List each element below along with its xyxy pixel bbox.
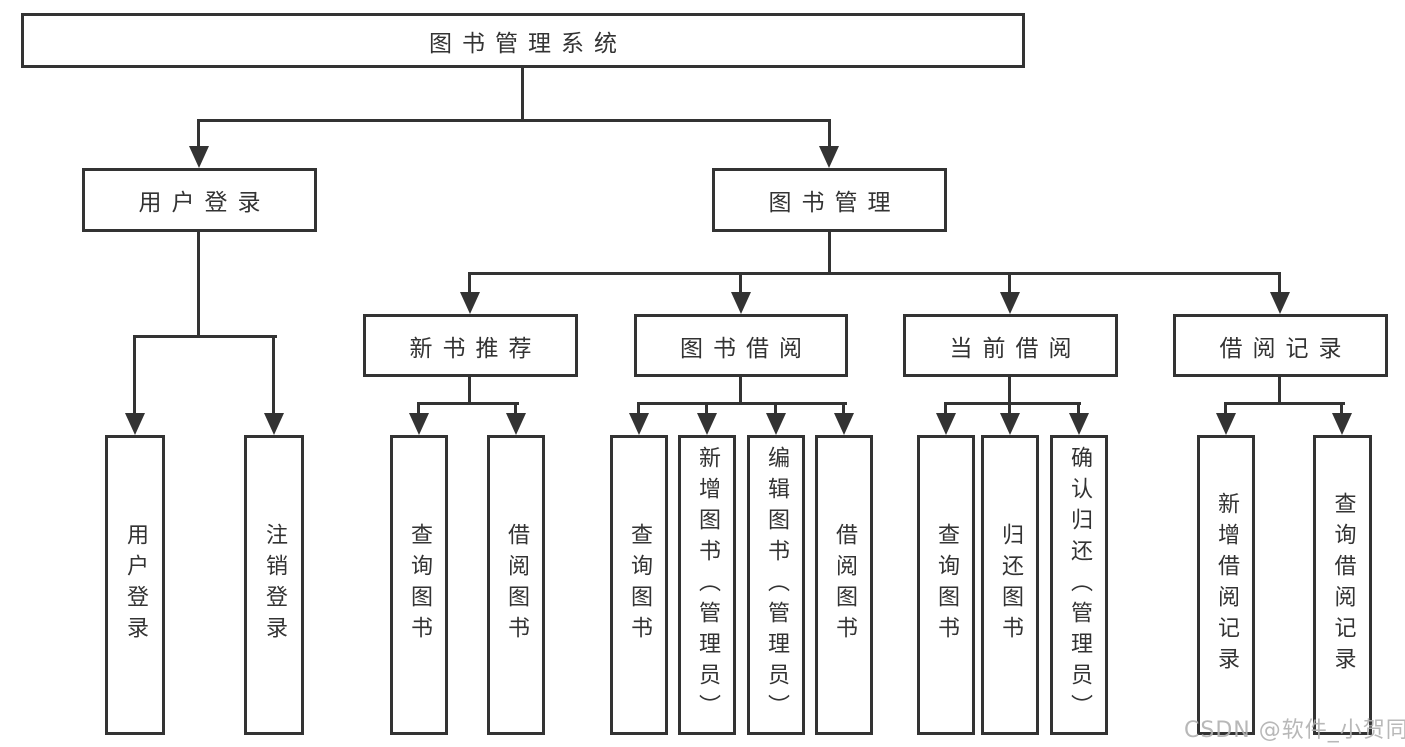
connector-line — [417, 402, 420, 415]
leaf-label: 编辑图书（管理员） — [764, 445, 789, 725]
arrow-down-icon — [819, 146, 839, 168]
node-label: 借阅记录 — [1219, 335, 1352, 362]
node-label: 图书管理系统 — [429, 30, 627, 57]
connector-line — [468, 272, 1281, 275]
connector-line — [468, 272, 471, 294]
connector-line — [1008, 377, 1011, 404]
connector-line — [468, 377, 471, 404]
arrow-down-icon — [834, 413, 854, 435]
connector-line — [739, 272, 742, 294]
node-borrowing-records: 借阅记录 — [1173, 314, 1388, 377]
arrow-down-icon — [409, 413, 429, 435]
leaf-label: 查询图书 — [407, 523, 432, 647]
arrow-down-icon — [1216, 413, 1236, 435]
leaf-label: 新增借阅记录 — [1214, 492, 1239, 678]
connector-line — [1340, 402, 1343, 415]
connector-line — [739, 377, 742, 404]
node-book-borrowing: 图书借阅 — [634, 314, 848, 377]
leaf-label: 查询图书 — [934, 523, 959, 647]
arrow-down-icon — [460, 292, 480, 314]
connector-line — [1008, 272, 1011, 294]
leaf-label: 借阅图书 — [504, 523, 529, 647]
connector-line — [514, 402, 517, 415]
node-label: 当前借阅 — [949, 335, 1082, 362]
leaf-return-books: 归还图书 — [981, 435, 1039, 735]
connector-line — [944, 402, 1081, 405]
connector-line — [705, 402, 708, 415]
leaf-query-borrow-record: 查询借阅记录 — [1313, 435, 1372, 735]
connector-line — [1224, 402, 1227, 415]
connector-line — [1278, 272, 1281, 294]
leaf-label: 查询图书 — [627, 523, 652, 647]
arrow-down-icon — [697, 413, 717, 435]
connector-line — [944, 402, 947, 415]
leaf-logout: 注销登录 — [244, 435, 304, 735]
connector-line — [828, 119, 831, 148]
arrow-down-icon — [189, 146, 209, 168]
connector-line — [637, 402, 640, 415]
arrow-down-icon — [506, 413, 526, 435]
connector-line — [417, 402, 519, 405]
arrow-down-icon — [731, 292, 751, 314]
connector-line — [133, 335, 277, 338]
leaf-label: 新增图书（管理员） — [695, 445, 720, 725]
connector-line — [197, 119, 831, 122]
leaf-add-books-admin: 新增图书（管理员） — [678, 435, 736, 735]
connector-line — [1077, 402, 1080, 415]
node-root-library-management-system: 图书管理系统 — [21, 13, 1025, 68]
leaf-borrow-books: 借阅图书 — [815, 435, 873, 735]
node-label: 图书借阅 — [680, 335, 812, 362]
leaf-label: 注销登录 — [262, 523, 287, 647]
arrow-down-icon — [264, 413, 284, 435]
leaf-query-books-current: 查询图书 — [917, 435, 975, 735]
leaf-borrow-books-recommend: 借阅图书 — [487, 435, 545, 735]
leaf-query-books-borrowing: 查询图书 — [610, 435, 668, 735]
node-label: 图书管理 — [768, 190, 901, 216]
leaf-label: 借阅图书 — [832, 523, 857, 647]
arrow-down-icon — [766, 413, 786, 435]
arrow-down-icon — [936, 413, 956, 435]
leaf-edit-books-admin: 编辑图书（管理员） — [747, 435, 805, 735]
arrow-down-icon — [1000, 292, 1020, 314]
connector-line — [197, 119, 200, 148]
arrow-down-icon — [125, 413, 145, 435]
node-label: 新书推荐 — [409, 335, 542, 362]
connector-line — [1008, 402, 1011, 415]
connector-line — [521, 68, 524, 122]
arrow-down-icon — [1000, 413, 1020, 435]
arrow-down-icon — [1270, 292, 1290, 314]
arrow-down-icon — [629, 413, 649, 435]
arrow-down-icon — [1069, 413, 1089, 435]
node-user-login: 用户登录 — [82, 168, 317, 232]
node-label: 用户登录 — [138, 190, 271, 216]
connector-line — [272, 335, 275, 415]
leaf-add-borrow-record: 新增借阅记录 — [1197, 435, 1255, 735]
leaf-label: 归还图书 — [998, 523, 1023, 647]
leaf-label: 用户登录 — [123, 523, 148, 647]
connector-line — [1278, 377, 1281, 404]
node-new-book-recommendation: 新书推荐 — [363, 314, 578, 377]
arrow-down-icon — [1332, 413, 1352, 435]
leaf-label: 确认归还（管理员） — [1067, 445, 1092, 725]
leaf-confirm-return-admin: 确认归还（管理员） — [1050, 435, 1108, 735]
leaf-query-books-recommend: 查询图书 — [390, 435, 448, 735]
leaf-label: 查询借阅记录 — [1330, 492, 1356, 678]
connector-line — [637, 402, 847, 405]
connector-line — [1224, 402, 1345, 405]
node-book-management: 图书管理 — [712, 168, 947, 232]
node-current-borrowing: 当前借阅 — [903, 314, 1118, 377]
connector-line — [828, 232, 831, 275]
leaf-user-login: 用户登录 — [105, 435, 165, 735]
connector-line — [197, 232, 200, 338]
connector-line — [774, 402, 777, 415]
connector-line — [842, 402, 845, 415]
csdn-watermark: CSDN @软件_小贺同学 — [1184, 718, 1405, 743]
connector-line — [133, 335, 136, 415]
